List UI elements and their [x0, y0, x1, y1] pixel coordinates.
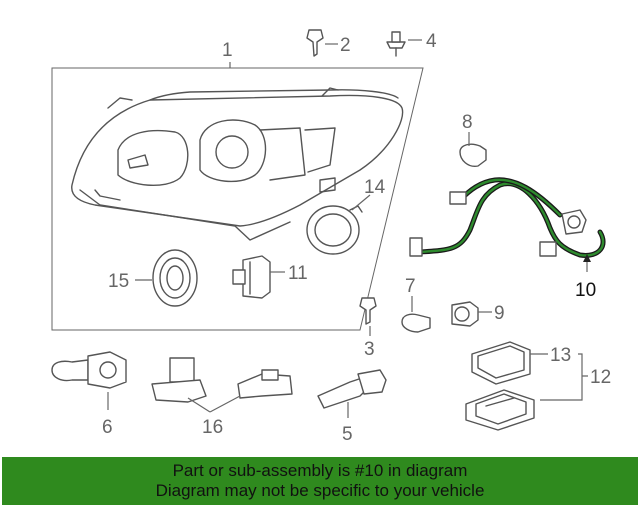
- part-3-screw: [359, 297, 377, 325]
- leader-12: [540, 353, 588, 401]
- part-6-bulb: [51, 351, 127, 389]
- callout-8: 8: [462, 112, 473, 133]
- leader-16: [187, 395, 241, 413]
- part-9-socket: [451, 301, 479, 327]
- callout-4: 4: [426, 31, 437, 52]
- leader-10-arrow: [583, 254, 591, 262]
- part-8-bulb: [459, 143, 487, 167]
- headlamp-housing: [71, 87, 404, 241]
- callout-5: 5: [342, 424, 353, 445]
- callout-11: 11: [288, 263, 308, 284]
- banner-line-2: Diagram may not be specific to your vehi…: [155, 481, 485, 500]
- callout-14: 14: [364, 177, 386, 198]
- part-13-gasket: [471, 341, 531, 385]
- callout-10: 10: [575, 280, 596, 301]
- vehicle-notice-banner: Part or sub-assembly is #10 in diagram D…: [2, 457, 638, 505]
- callout-6: 6: [102, 417, 113, 438]
- leader-14: [351, 194, 371, 211]
- callout-13: 13: [550, 345, 571, 366]
- banner-line-1: Part or sub-assembly is #10 in diagram: [172, 461, 468, 480]
- part-15-cap: [152, 249, 198, 307]
- callout-12: 12: [590, 367, 611, 388]
- part-14-cover: [306, 205, 363, 255]
- callout-7: 7: [405, 276, 416, 297]
- callout-15: 15: [108, 271, 129, 292]
- callout-16: 16: [202, 417, 223, 438]
- headlamp-assembly-frame: [51, 67, 424, 331]
- part-7-bulb: [401, 313, 431, 333]
- part-12-ballast: [465, 389, 535, 431]
- part-10-wire-harness: [409, 177, 606, 258]
- callout-9: 9: [494, 303, 505, 324]
- part-5-bulb: [317, 369, 387, 409]
- part-2-screw: [306, 29, 324, 57]
- part-11-socket: [232, 255, 271, 299]
- callout-3: 3: [364, 339, 375, 360]
- callout-2: 2: [340, 35, 351, 56]
- part-16-sockets: [151, 357, 293, 403]
- part-4-clip: [386, 31, 406, 57]
- callout-1: 1: [222, 40, 233, 61]
